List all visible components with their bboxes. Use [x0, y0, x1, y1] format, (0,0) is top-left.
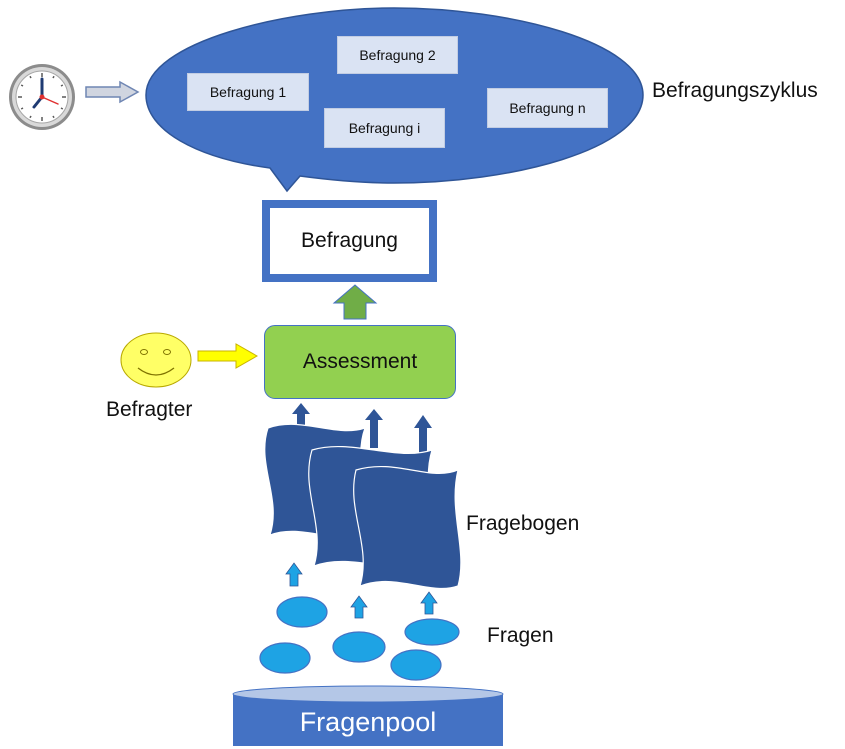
fragebogen-label: Fragebogen — [466, 512, 580, 535]
cycle-item-befragung-1: Befragung 1 — [187, 73, 309, 111]
fragenpool-label: Fragenpool — [299, 706, 437, 737]
fragenpool-cylinder — [232, 685, 504, 746]
assessment-label: Assessment — [302, 350, 418, 373]
cycle-item-befragung-i: Befragung i — [324, 108, 445, 148]
up-arrow — [414, 415, 432, 466]
assessment-to-befragung-arrow — [332, 284, 378, 320]
fragebogen-stack — [264, 423, 462, 590]
fragen-label: Fragen — [487, 624, 554, 647]
cycle-item-befragung-n: Befragung n — [487, 88, 608, 128]
fragen-ellipses — [259, 596, 460, 681]
smiley-icon — [120, 332, 192, 388]
frage-ellipse — [332, 631, 386, 663]
frage-ellipse — [390, 649, 442, 681]
up-arrow — [350, 595, 368, 619]
befragter-label: Befragter — [106, 398, 193, 421]
up-arrow — [420, 591, 438, 615]
up-arrow — [285, 562, 303, 587]
cycle-bubble — [145, 7, 644, 193]
befragung-box: Befragung — [262, 200, 437, 282]
assessment-box: Assessment — [264, 325, 456, 399]
clock-icon — [9, 64, 75, 130]
frage-ellipse — [404, 618, 460, 646]
cycle-item-befragung-2: Befragung 2 — [337, 36, 458, 74]
fragen-up-arrows — [285, 562, 438, 619]
frage-ellipse — [276, 596, 328, 628]
up-arrow — [292, 403, 310, 428]
befragungszyklus-label: Befragungszyklus — [652, 79, 818, 102]
fragebogen-sheet — [353, 465, 462, 590]
befragung-label: Befragung — [301, 229, 398, 252]
befragter-arrow — [197, 343, 259, 369]
frage-ellipse — [259, 642, 311, 674]
clock-arrow — [85, 80, 140, 104]
up-arrow — [365, 409, 383, 448]
fragebogen-up-arrows — [292, 403, 432, 466]
